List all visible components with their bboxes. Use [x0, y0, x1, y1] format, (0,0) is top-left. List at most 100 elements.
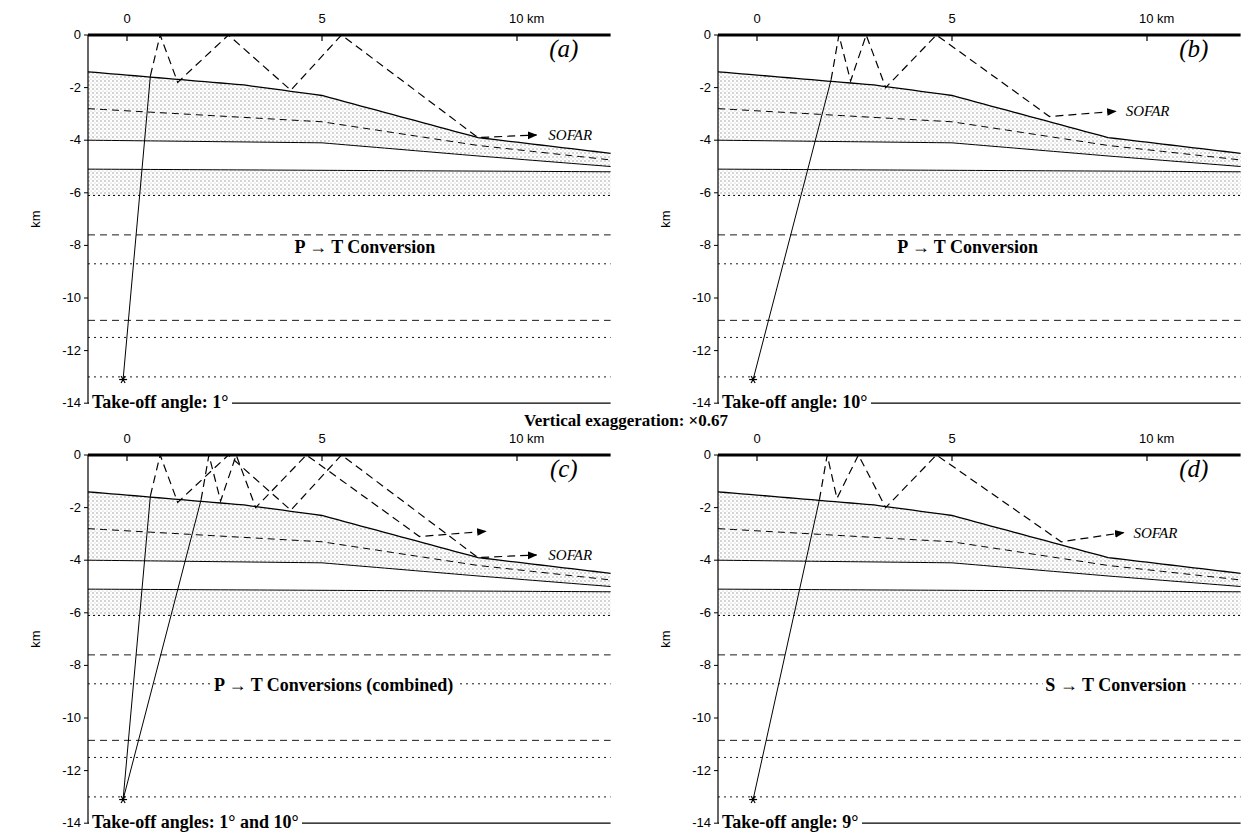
depth-tick: -14: [62, 396, 81, 410]
layer-boundary: [718, 654, 1241, 655]
y-tick: [714, 665, 718, 666]
y-tick: [84, 718, 88, 719]
x-tick: [321, 35, 322, 41]
depth-tick: -4: [699, 133, 711, 147]
depth-tick: -12: [692, 763, 711, 777]
layer-boundary: [88, 140, 611, 166]
y-tick: [714, 403, 718, 404]
y-tick: [714, 35, 718, 36]
x-tick: [516, 35, 517, 41]
source-star: [121, 376, 125, 383]
layer-boundary: [718, 615, 1241, 616]
depth-axis: [717, 455, 718, 823]
layer-boundary: [88, 169, 611, 172]
y-tick: [84, 560, 88, 561]
crust-shading: [88, 589, 611, 615]
depth-tick: -8: [69, 238, 81, 252]
depth-tick: -12: [62, 343, 81, 357]
body-wave-ray: [753, 80, 831, 380]
x-tick: [1146, 35, 1147, 41]
x-tick: [951, 35, 952, 41]
y-tick: [84, 612, 88, 613]
distance-tick: 10 km: [509, 432, 544, 446]
layer-boundary: [88, 195, 611, 196]
source-star: [751, 376, 755, 383]
layer-boundary: [88, 234, 611, 235]
y-tick: [714, 350, 718, 351]
x-tick: [756, 455, 757, 461]
depth-tick: 0: [74, 448, 81, 462]
layer-boundary: [88, 757, 611, 758]
layer-boundary: [88, 337, 611, 338]
source-star: [121, 796, 125, 803]
depth-axis: [717, 35, 718, 403]
distance-tick: 0: [753, 432, 760, 446]
source-star: [751, 796, 755, 803]
depth-tick: -6: [699, 606, 711, 620]
channel-label: SOFAR: [548, 127, 592, 144]
sea-surface: [88, 454, 611, 457]
distance-tick: 5: [948, 432, 955, 446]
y-tick: [84, 507, 88, 508]
depth-tick: 0: [74, 28, 81, 42]
y-tick: [84, 665, 88, 666]
depth-tick: -14: [692, 816, 711, 830]
channel-label: SOFAR: [1133, 524, 1177, 541]
depth-tick: -8: [699, 658, 711, 672]
depth-tick: -2: [699, 80, 711, 94]
depth-tick: -14: [62, 816, 81, 830]
axis-unit: km: [659, 630, 673, 647]
y-tick: [714, 718, 718, 719]
y-tick: [714, 507, 718, 508]
sediment-shading: [88, 492, 611, 587]
layer-boundary: [718, 560, 1241, 586]
depth-tick: -8: [69, 658, 81, 672]
body-wave-ray: [753, 500, 819, 800]
y-tick: [84, 298, 88, 299]
depth-axis: [87, 455, 88, 823]
distance-tick: 5: [318, 12, 325, 26]
conversion-title: P → T Conversions (combined): [211, 677, 456, 697]
layer-boundary: [88, 796, 611, 797]
layer-boundary: [88, 376, 611, 377]
layer-boundary: [718, 589, 1241, 592]
x-tick: [951, 455, 952, 461]
channel-label: SOFAR: [548, 547, 592, 564]
body-wave-ray: [123, 76, 150, 380]
y-tick: [84, 140, 88, 141]
depth-axis: [87, 35, 88, 403]
panel-letter: (b): [1179, 36, 1208, 64]
depth-tick: -12: [62, 763, 81, 777]
depth-tick: -10: [692, 711, 711, 725]
y-tick: [84, 87, 88, 88]
y-tick: [714, 192, 718, 193]
take-off-note: Take-off angle: 9°: [719, 813, 862, 833]
layer-boundary: [88, 529, 611, 580]
depth-tick: -6: [69, 606, 81, 620]
take-off-note: Take-off angle: 10°: [719, 393, 871, 413]
sediment-shading: [88, 72, 611, 167]
source-star: [121, 376, 125, 383]
y-tick: [714, 560, 718, 561]
acoustic-ray: [831, 35, 1116, 117]
crust-shading: [88, 169, 611, 195]
layer-boundary: [718, 376, 1241, 377]
y-tick: [84, 823, 88, 824]
y-tick: [714, 245, 718, 246]
acoustic-ray: [201, 455, 486, 537]
depth-tick: -2: [69, 80, 81, 94]
depth-tick: -6: [699, 186, 711, 200]
source-star: [121, 796, 125, 803]
layer-boundary: [718, 263, 1241, 264]
x-tick: [516, 455, 517, 461]
panel-letter: (c): [550, 456, 578, 484]
channel-label: SOFAR: [1126, 103, 1170, 120]
x-tick: [321, 455, 322, 461]
y-tick: [714, 823, 718, 824]
layer-boundary: [718, 757, 1241, 758]
depth-tick: 0: [704, 448, 711, 462]
depth-tick: -10: [62, 291, 81, 305]
layer-boundary: [718, 337, 1241, 338]
y-tick: [84, 455, 88, 456]
